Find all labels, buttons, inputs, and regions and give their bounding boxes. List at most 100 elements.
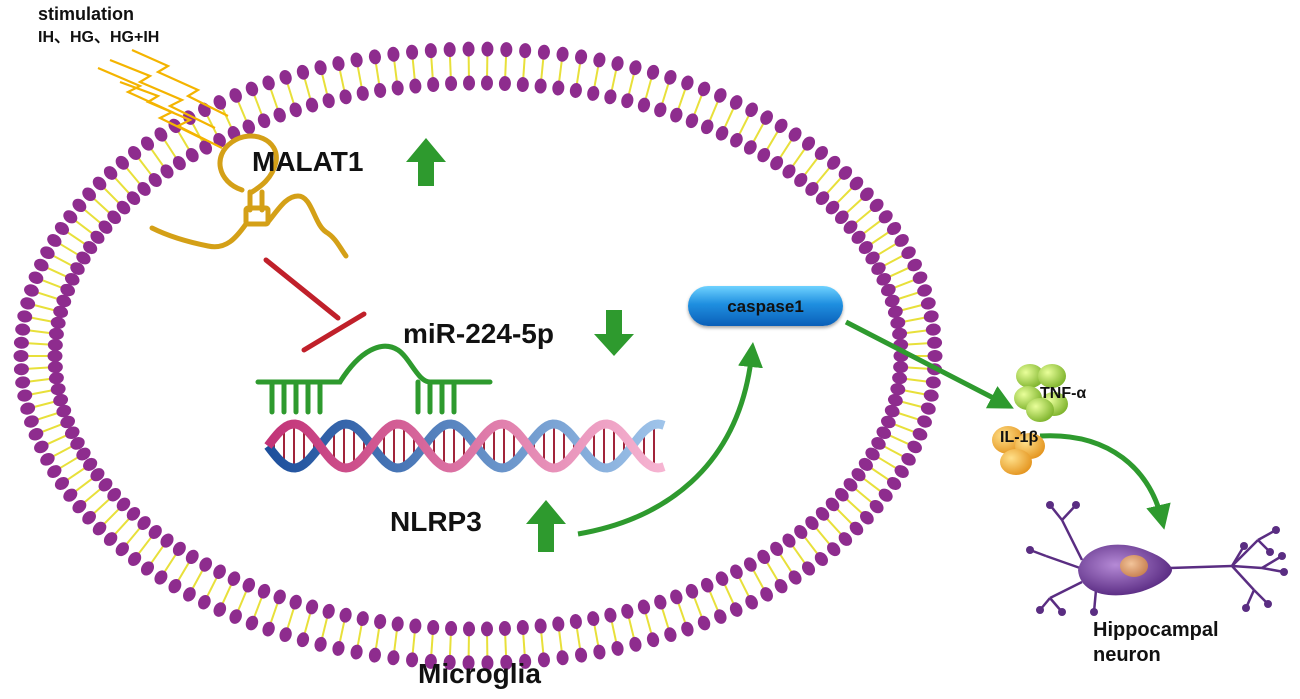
lipid-head <box>56 404 72 418</box>
lipid-tail <box>904 377 929 383</box>
lipid-head <box>890 383 906 396</box>
lipid-head <box>892 372 908 385</box>
lipid-head <box>901 246 916 260</box>
lipid-tail <box>522 55 526 80</box>
lipid-head <box>34 440 49 454</box>
lipid-head <box>13 350 29 362</box>
il-1beta-label: IL-1β <box>1000 429 1039 446</box>
lipid-head <box>409 78 422 94</box>
lipid-tail <box>737 113 751 137</box>
lipid-head <box>322 603 335 619</box>
lipid-head <box>788 570 802 585</box>
lipid-head <box>925 323 941 336</box>
nlrp3-up-arrow-icon <box>526 500 566 552</box>
lipid-tail <box>176 560 191 583</box>
lipid-head <box>700 577 714 593</box>
lipid-tail <box>708 589 720 613</box>
lipid-tail <box>320 72 329 97</box>
lipid-head <box>569 614 582 630</box>
lipid-head <box>47 361 63 374</box>
lipid-head <box>296 632 310 648</box>
lipid-tail <box>149 544 165 565</box>
lipid-head <box>185 147 199 163</box>
lipid-head <box>685 113 699 129</box>
lipid-tail <box>303 611 312 636</box>
lipid-tail <box>882 254 905 268</box>
lipid-tail <box>92 196 112 215</box>
lipid-head <box>314 636 327 652</box>
lipid-tail <box>338 68 346 93</box>
lipid-head <box>843 220 858 234</box>
lipid-tail <box>27 329 52 335</box>
lipid-head <box>257 113 271 129</box>
lipid-head <box>424 653 437 669</box>
lipid-head <box>498 620 511 636</box>
lipid-head <box>296 64 310 80</box>
lipid-head <box>920 297 936 310</box>
lipid-head <box>245 615 259 631</box>
lightning-icon <box>97 48 229 149</box>
lipid-head <box>47 350 63 362</box>
lipid-head <box>869 198 884 213</box>
lipid-head <box>654 594 667 610</box>
lipid-head <box>40 452 55 466</box>
lipid-tail <box>869 466 891 482</box>
nlrp3-to-caspase-arrow <box>577 342 763 537</box>
lipid-tail <box>814 526 832 546</box>
lipid-head <box>115 542 129 557</box>
lipid-head <box>534 78 547 94</box>
lipid-tail <box>82 207 103 225</box>
lipid-head <box>17 389 33 402</box>
lipid-head <box>332 640 345 656</box>
lipid-tail <box>610 619 618 644</box>
lipid-head <box>876 272 892 286</box>
lipid-tail <box>723 106 736 130</box>
lipid-tail <box>778 552 794 574</box>
lipid-head <box>801 561 816 576</box>
lipid-head <box>116 200 131 215</box>
lipid-head <box>462 41 475 57</box>
cell-membrane <box>13 41 943 671</box>
lipid-tail <box>905 366 930 370</box>
lipid-head <box>714 88 727 103</box>
lipid-head <box>865 251 880 265</box>
lipid-head <box>339 89 352 105</box>
lipid-tail <box>65 230 87 246</box>
lipid-head <box>871 262 886 275</box>
nlrp3-label: NLRP3 <box>390 506 482 537</box>
lipid-tail <box>861 219 883 236</box>
lipid-head <box>700 119 714 135</box>
lipid-tail <box>803 535 820 556</box>
lipid-head <box>20 402 36 415</box>
lipid-head <box>64 426 80 440</box>
lipid-head <box>443 42 456 58</box>
lipid-head <box>70 437 85 450</box>
lipid-head <box>54 222 70 236</box>
lipid-head <box>279 69 292 85</box>
lipid-head <box>774 578 788 594</box>
lipid-tail <box>45 266 69 279</box>
lipid-tail <box>835 186 854 205</box>
lipid-head <box>115 155 129 170</box>
lipid-head <box>50 383 66 396</box>
mirna-icon <box>255 343 493 415</box>
lipid-head <box>98 478 113 492</box>
lipid-tail <box>374 626 381 651</box>
hippocampal-neuron-label: Hippocampal neuron <box>1093 619 1219 666</box>
lipid-tail <box>504 54 508 79</box>
lipid-tail <box>393 59 399 84</box>
lipid-head <box>912 428 928 441</box>
lipid-tail <box>557 628 563 653</box>
lipid-head <box>552 616 565 632</box>
lipid-tail <box>844 497 864 516</box>
lipid-tail <box>102 186 121 205</box>
lipid-head <box>927 350 943 362</box>
lipid-head <box>646 632 660 648</box>
lipid-head <box>82 187 96 201</box>
lipid-head <box>199 557 213 572</box>
lipid-head <box>242 577 256 593</box>
lipid-head <box>350 52 363 68</box>
lipid-head <box>391 616 404 632</box>
lipid-head <box>368 647 381 663</box>
